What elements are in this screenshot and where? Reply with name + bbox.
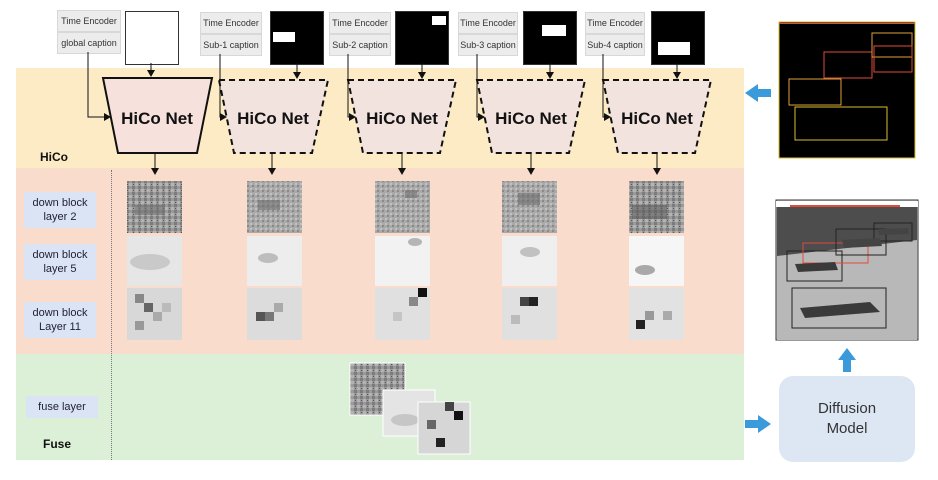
feature-l2-1	[247, 181, 302, 233]
hico-net-block-3	[475, 79, 587, 154]
arrow-layout-to-hico	[745, 84, 771, 102]
arrow-caption-2	[347, 54, 356, 121]
hico-net-label-4: HiCo Net	[621, 109, 693, 128]
feature-l11-1	[247, 288, 302, 340]
feature-l2-2	[375, 181, 430, 233]
feature-l11-0	[127, 288, 182, 340]
mask-sub-2	[395, 11, 449, 65]
mask-sub-4	[651, 11, 705, 65]
arrow-caption-0	[87, 52, 111, 121]
hico-net-label-3: HiCo Net	[495, 109, 567, 128]
hico-net-block-4	[601, 79, 713, 154]
diffusion-label-line-2: Model	[826, 420, 868, 437]
feature-l5-1	[247, 236, 302, 286]
time-encoder-tag-3: Time Encoder	[458, 12, 518, 34]
separator-line	[111, 170, 112, 460]
time-encoder-tag-0: Time Encoder	[57, 10, 121, 32]
row-label-fuse: fuse layer	[26, 396, 98, 418]
fuse-title: Fuse	[43, 437, 72, 451]
mask-global	[125, 11, 179, 65]
feature-l5-2	[375, 236, 430, 286]
feature-l11-2	[375, 288, 430, 340]
feature-l11-3	[502, 288, 557, 340]
feature-l2-4	[629, 181, 684, 233]
feature-l5-0	[127, 236, 182, 286]
caption-tag-2: Sub-2 caption	[329, 34, 391, 56]
hico-net-label-1: HiCo Net	[237, 109, 309, 128]
fuse-feature-l11	[417, 401, 471, 455]
caption-tag-1: Sub-1 caption	[200, 34, 262, 56]
hico-net-block-2	[346, 79, 458, 154]
mask-sub-1	[270, 11, 324, 65]
hico-title: HiCo	[40, 150, 68, 164]
hico-net-block-0	[101, 77, 214, 154]
arrow-diffusion-to-output	[838, 348, 856, 372]
arrow-caption-4	[602, 54, 611, 121]
hico-net-label-2: HiCo Net	[366, 109, 438, 128]
arrow-fuse-to-diffusion	[745, 415, 771, 433]
diffusion-label-line-1: Diffusion	[817, 400, 877, 417]
hico-net-block-1	[217, 79, 330, 154]
layout-box-map	[778, 21, 916, 159]
arrow-caption-3	[476, 54, 485, 121]
time-encoder-tag-2: Time Encoder	[329, 12, 391, 34]
feature-l2-0	[127, 181, 182, 233]
caption-tag-0: global caption	[57, 32, 121, 54]
feature-l11-4	[629, 288, 684, 340]
time-encoder-tag-1: Time Encoder	[200, 12, 262, 34]
output-image	[775, 199, 919, 341]
caption-tag-4: Sub-4 caption	[585, 34, 645, 56]
feature-l5-3	[502, 236, 557, 286]
caption-tag-3: Sub-3 caption	[458, 34, 518, 56]
feature-l5-4	[629, 236, 684, 286]
arrow-caption-1	[219, 54, 227, 121]
feature-l2-3	[502, 181, 557, 233]
time-encoder-tag-4: Time Encoder	[585, 12, 645, 34]
hico-net-label-0: HiCo Net	[121, 109, 193, 128]
